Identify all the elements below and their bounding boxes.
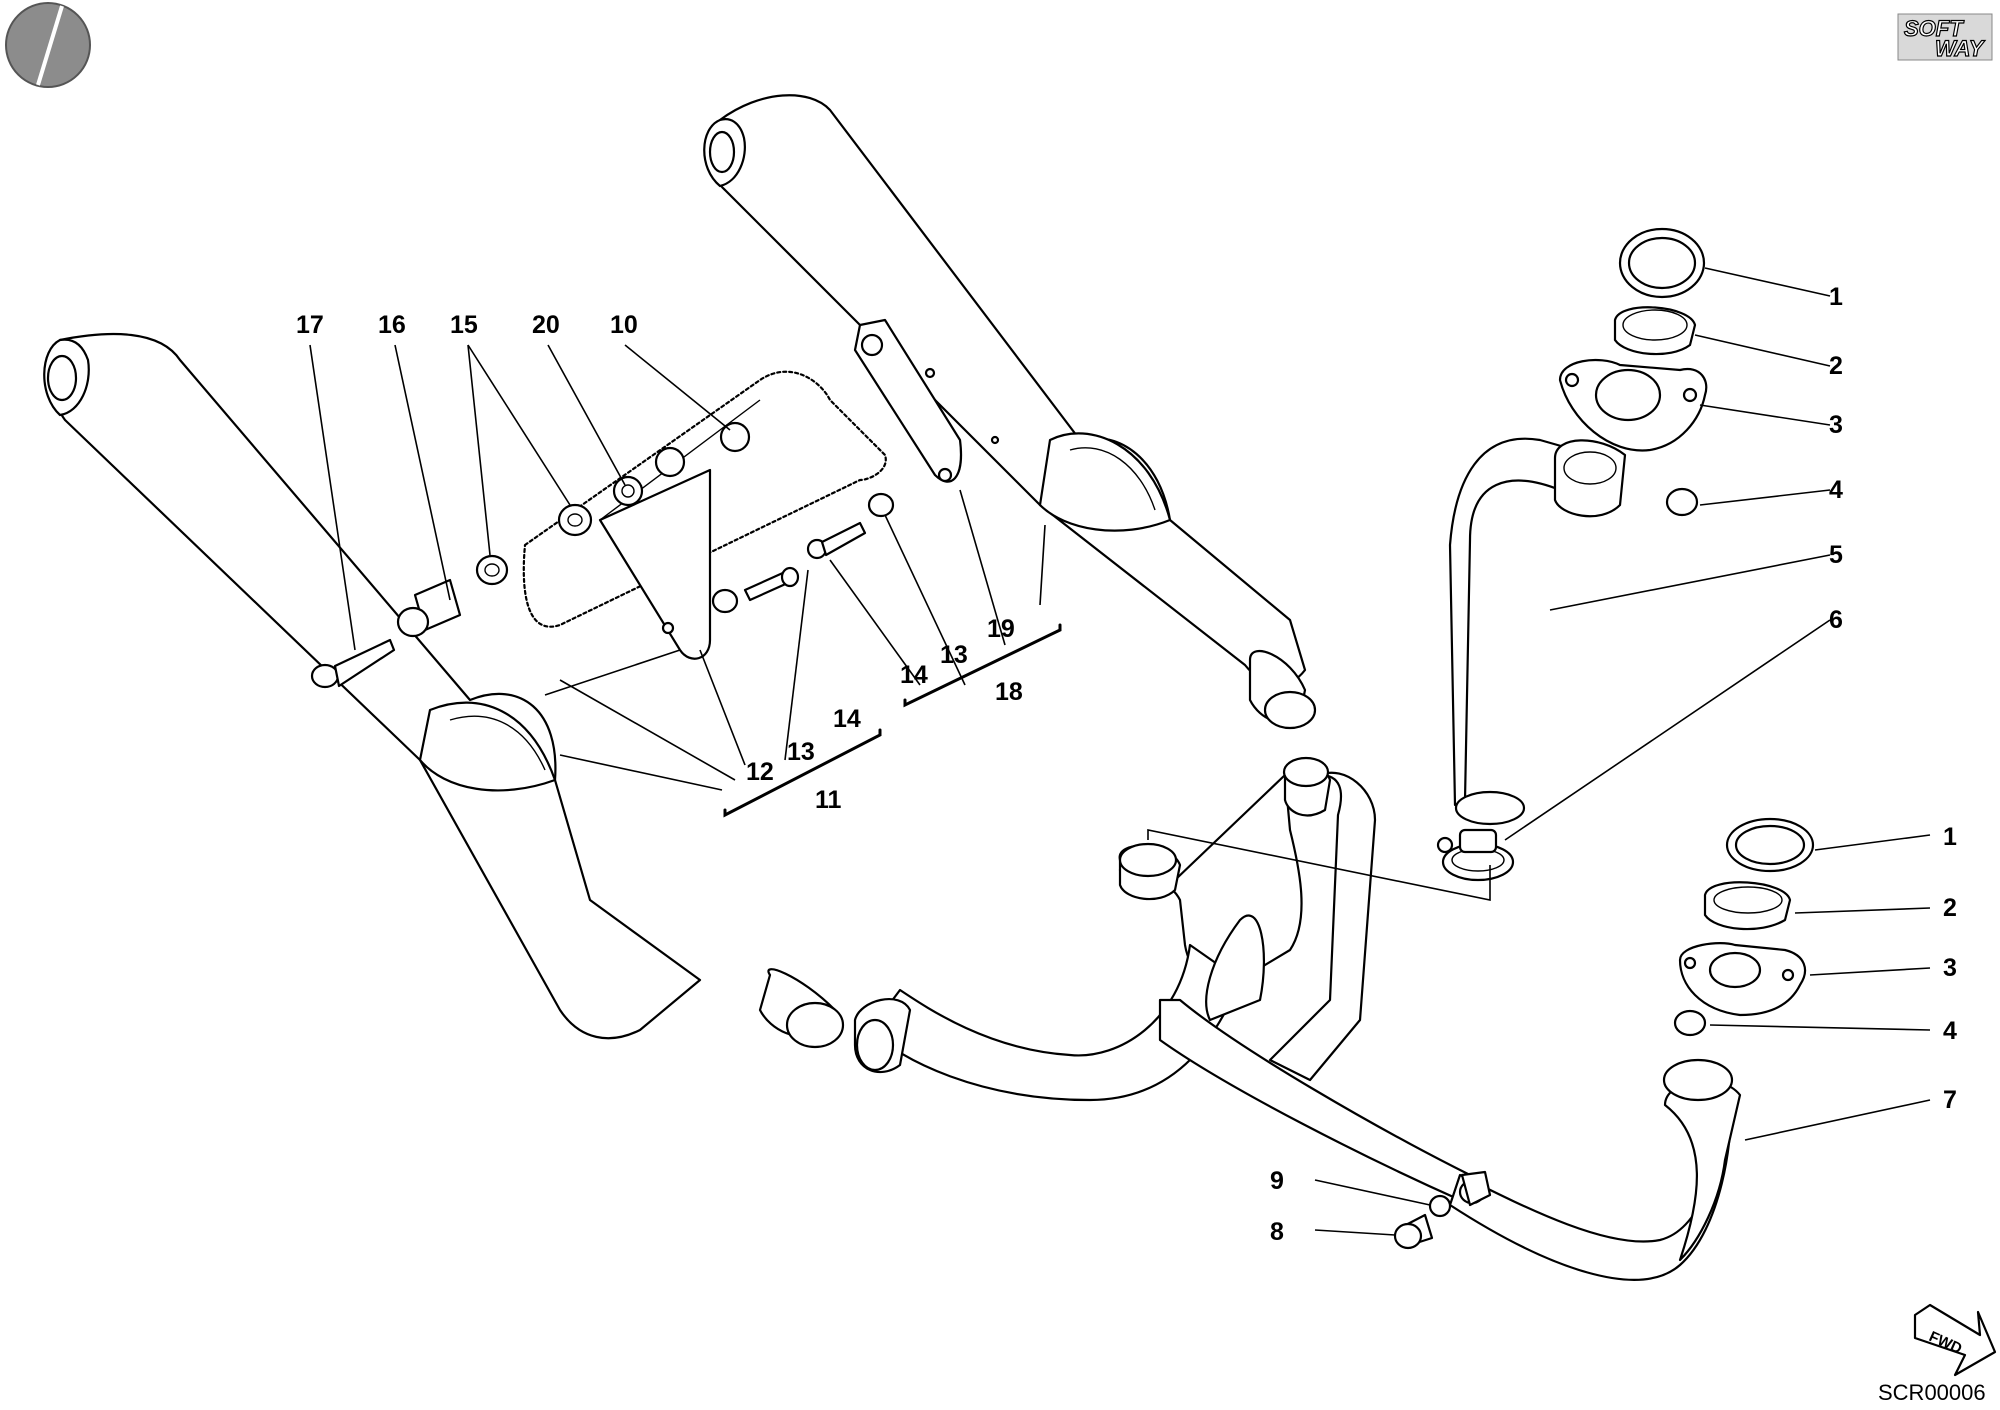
callout-4-front: 4: [1829, 476, 1843, 504]
callout-2-rear: 2: [1943, 894, 1957, 922]
header-pipe-5: [1448, 437, 1627, 826]
nut-4a: [1665, 487, 1699, 517]
callout-3-front: 3: [1829, 411, 1843, 439]
callout-5: 5: [1829, 541, 1843, 569]
brace-11: [723, 728, 882, 818]
softway-logo: SOFT WAY: [1897, 13, 1993, 62]
callout-14b: 14: [900, 661, 928, 689]
nut-4b: [1673, 1009, 1707, 1037]
rubber-15a: [475, 554, 509, 586]
plug-8: [1393, 1213, 1434, 1250]
callout-17: 17: [296, 311, 324, 339]
callout-6: 6: [1829, 606, 1843, 634]
logo-line2: WAY: [1935, 36, 1986, 61]
callout-8: 8: [1270, 1218, 1284, 1246]
rubber-10: [654, 421, 751, 478]
callout-18: 18: [995, 678, 1023, 706]
callout-14a: 14: [833, 705, 861, 733]
ring-1a: [1618, 227, 1706, 299]
brace-18: [903, 623, 1062, 708]
callout-1-rear: 1: [1943, 823, 1957, 851]
fwd-arrow-icon: FWD: [1913, 1303, 1997, 1377]
callout-9: 9: [1270, 1167, 1284, 1195]
drawing-code: SCR00006: [1878, 1380, 1986, 1405]
washer-13b: [867, 492, 895, 518]
callout-3-rear: 3: [1943, 954, 1957, 982]
callout-1-front: 1: [1829, 283, 1843, 311]
seal-9: [1428, 1170, 1492, 1218]
header-pipe-7: [1448, 1058, 1742, 1281]
left-silencer: [43, 332, 845, 1049]
clamp-6: [1436, 828, 1515, 882]
callout-7: 7: [1943, 1086, 1957, 1114]
collet-2b: [1703, 881, 1792, 931]
callout-13b: 13: [940, 641, 968, 669]
callout-20: 20: [532, 311, 560, 339]
washer-13a: [711, 588, 739, 614]
mounting-bracket-18: [853, 318, 1000, 483]
right-silencer: [703, 94, 1317, 730]
callout-15: 15: [450, 311, 478, 339]
callout-10: 10: [610, 311, 638, 339]
spacer-16: [396, 578, 462, 638]
bolt-17: [310, 638, 396, 689]
collet-2a: [1613, 306, 1697, 356]
callout-13a: 13: [787, 738, 815, 766]
ring-1b: [1725, 817, 1815, 873]
leader-lines: [309, 267, 1931, 1236]
callout-12: 12: [746, 758, 774, 786]
corner-disc-icon: [5, 2, 91, 88]
flange-3a: [1558, 358, 1708, 452]
callout-2-front: 2: [1829, 352, 1843, 380]
callout-16: 16: [378, 311, 406, 339]
callout-11: 11: [815, 786, 842, 814]
callout-4-rear: 4: [1943, 1017, 1957, 1045]
callout-labels: 17 16 15 20 10 12 13 14 11 14 13 19 18 1…: [296, 283, 1957, 1246]
y-pipe-assembly: [853, 756, 1472, 1202]
logo-line1: SOFT: [1904, 16, 1964, 41]
flange-3b: [1678, 942, 1807, 1017]
bolt-14a: [743, 566, 800, 602]
washer-20: [612, 475, 644, 507]
bolt-14b: [806, 521, 867, 560]
callout-19: 19: [987, 615, 1015, 643]
rubber-15b: [557, 503, 593, 537]
